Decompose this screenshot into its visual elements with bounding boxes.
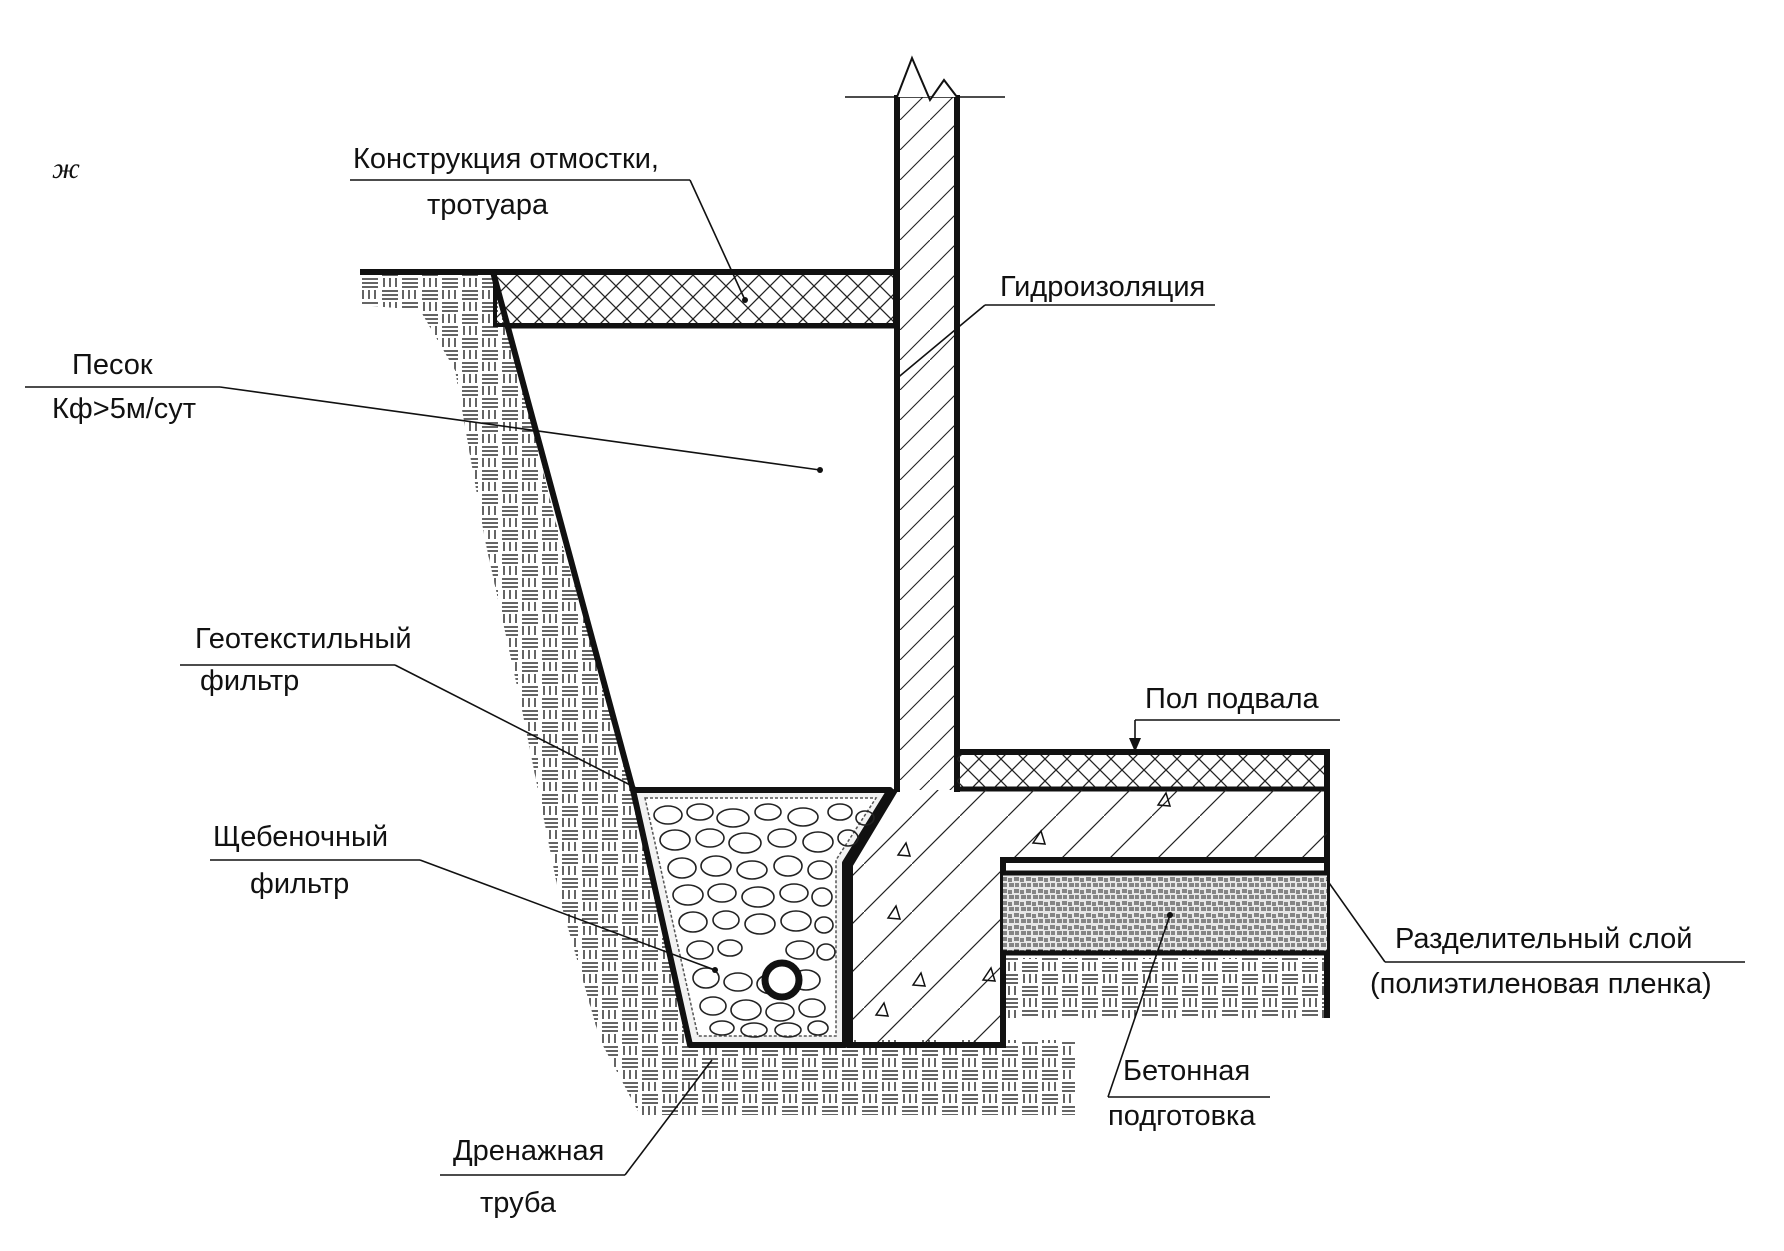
drainage-pipe xyxy=(761,959,803,1001)
gidroizolyaciya-label: Гидроизоляция xyxy=(1000,271,1205,303)
drenazh-label-line2: труба xyxy=(480,1187,557,1219)
razdel-label-line2: (полиэтиленовая пленка) xyxy=(1370,968,1712,1000)
beton-label-line1: Бетонная xyxy=(1123,1055,1250,1087)
scheben-label-line1: Щебеночный xyxy=(213,821,388,853)
beton-label-line2: подготовка xyxy=(1108,1100,1256,1132)
soil-hatch xyxy=(360,275,1330,1115)
geotextile-label-line2: фильтр xyxy=(200,665,299,697)
scheben-label-line2: фильтр xyxy=(250,868,349,900)
trench-slope-line xyxy=(490,271,636,791)
pesok-label-line2: Кф>5м/сут xyxy=(52,393,196,425)
pesok-label-line1: Песок xyxy=(72,349,153,381)
concrete-slab xyxy=(847,788,1327,1048)
razdel-label-line1: Разделительный слой xyxy=(1395,923,1692,955)
drenazh-label-line1: Дренажная xyxy=(453,1135,604,1167)
figure-letter: ж xyxy=(52,152,80,185)
concrete-base-layer xyxy=(1003,873,1327,953)
leader-markers xyxy=(712,297,1173,973)
leader-lines xyxy=(25,179,1745,1176)
otmostka-label-line1: Конструкция отмостки, xyxy=(353,143,659,175)
crushed-stone-filter xyxy=(630,787,893,1048)
otmostka-label-line2: тротуара xyxy=(427,189,549,221)
wall xyxy=(845,55,1005,792)
geotextile-label-line1: Геотекстильный xyxy=(195,623,412,655)
pol-podvala-label: Пол подвала xyxy=(1145,683,1320,715)
pavement-layer xyxy=(493,271,897,327)
basement-floor-finish xyxy=(957,752,1327,789)
